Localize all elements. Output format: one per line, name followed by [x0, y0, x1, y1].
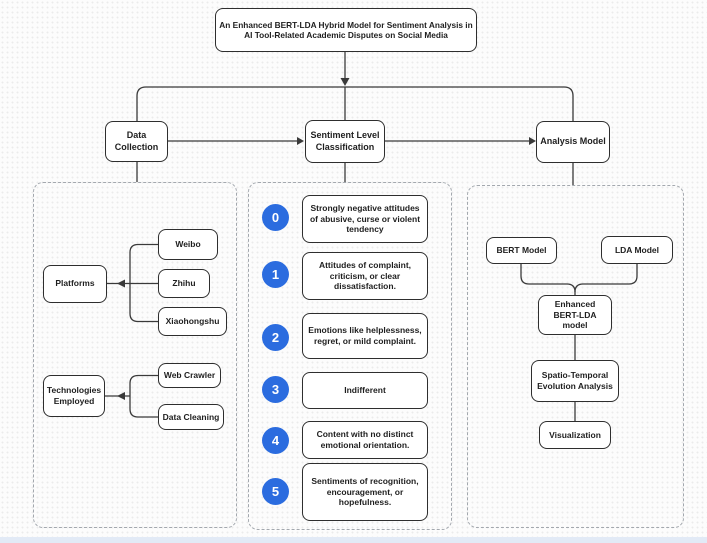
platform-weibo-box: Weibo	[158, 229, 218, 260]
level-2-description-box: Emotions like helplessness, regret, or m…	[302, 313, 428, 359]
bert-model-box: BERT Model	[486, 237, 557, 264]
technologies-box: Technologies Employed	[43, 375, 105, 417]
level-1-description-box: Attitudes of complaint, criticism, or cl…	[302, 252, 428, 300]
level-4-description-box: Content with no distinct emotional orien…	[302, 421, 428, 459]
level-4-badge: 4	[262, 426, 289, 454]
level-2-badge: 2	[262, 323, 289, 351]
sentiment-levels-panel	[248, 182, 452, 530]
platform-zhihu-box: Zhihu	[158, 269, 210, 298]
bottom-edge-strip	[0, 537, 707, 543]
diagram-title: An Enhanced BERT-LDA Hybrid Model for Se…	[215, 8, 477, 52]
data-collection-panel	[33, 182, 237, 528]
platform-xiaohongshu-box: Xiaohongshu	[158, 307, 227, 336]
data-collection-box: Data Collection	[105, 121, 168, 162]
enhanced-bert-lda-box: Enhanced BERT-LDA model	[538, 295, 612, 335]
level-0-description-box: Strongly negative attitudes of abusive, …	[302, 195, 428, 243]
lda-model-box: LDA Model	[601, 236, 673, 264]
platforms-box: Platforms	[43, 264, 107, 303]
tech-data-cleaning-box: Data Cleaning	[158, 404, 224, 430]
sentiment-classification-box: Sentiment Level Classification	[305, 120, 385, 163]
analysis-model-panel	[467, 185, 684, 528]
level-1-badge: 1	[262, 260, 289, 288]
level-3-badge: 3	[262, 375, 289, 403]
level-5-badge: 5	[262, 477, 289, 505]
spatio-temporal-analysis-box: Spatio-Temporal Evolution Analysis	[531, 360, 619, 402]
visualization-box: Visualization	[539, 421, 611, 449]
analysis-model-box: Analysis Model	[536, 121, 610, 163]
level-3-description-box: Indifferent	[302, 372, 428, 409]
tech-web-crawler-box: Web Crawler	[158, 363, 221, 388]
level-5-description-box: Sentiments of recognition, encouragement…	[302, 463, 428, 521]
level-0-badge: 0	[262, 203, 289, 231]
